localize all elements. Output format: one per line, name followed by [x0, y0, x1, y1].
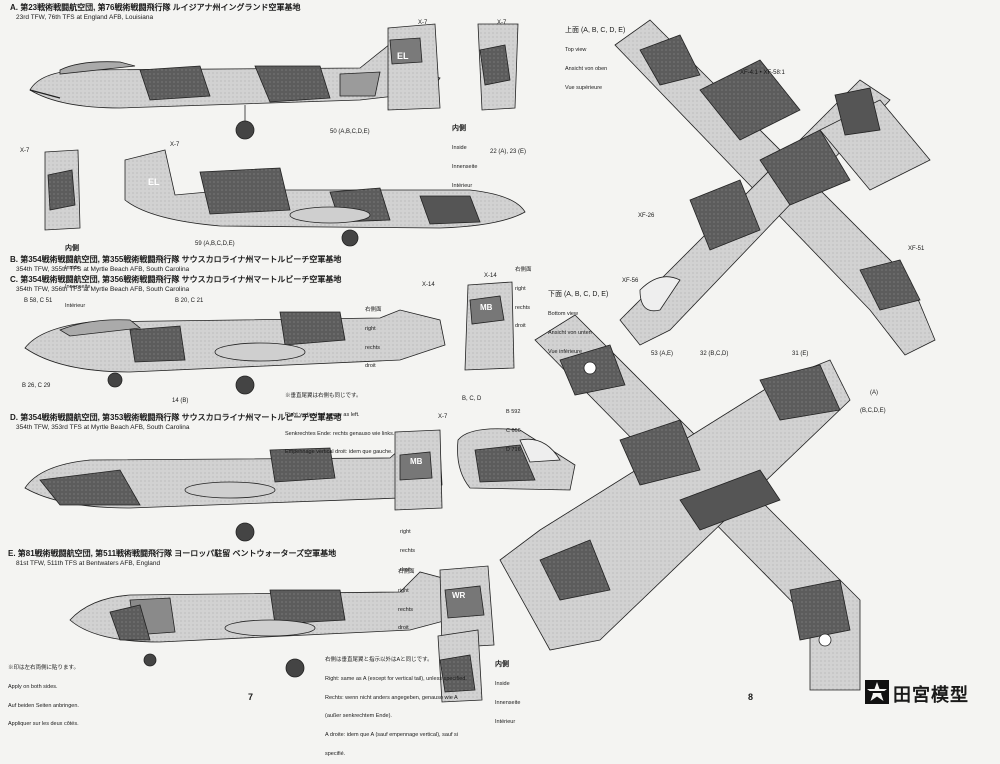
callout-xf51: XF-51 [908, 246, 925, 252]
callout-x7-e: X-7 [438, 414, 448, 420]
section-a-subtitle: 23rd TFW, 76th TFS at England AFB, Louis… [16, 14, 154, 21]
callout-xf4-xf58: XF-4:1 • XF-58:1 [740, 70, 785, 76]
tail-d [394, 429, 443, 511]
tail-c [464, 281, 515, 371]
callout-b26-c29: B 26, C 29 [22, 383, 51, 389]
section-e-subtitle: 81st TFW, 511th TFS at Bentwaters AFB, E… [16, 560, 161, 567]
callout-32: 32 (B,C,D) [700, 351, 729, 357]
brand-name: 田宮模型 [893, 685, 969, 706]
page-number-right: 8 [748, 692, 754, 702]
callout-50: 50 (A,B,C,D,E) [330, 129, 370, 135]
callout-59: 59 (A,B,C,D,E) [195, 241, 235, 247]
serial-codes: B 592 C 666 D 716 [506, 408, 521, 453]
section-c-title: C. 第354戦術戦闘航空団, 第356戦術戦闘飛行隊 サウスカロライナ州マート… [10, 275, 342, 284]
callout-x14-b: X-14 [422, 282, 435, 288]
inside-label-e: 内側 Inside Innenseite Intérieur [495, 660, 521, 726]
callout-a-variant: (A) [870, 390, 878, 396]
both-sides-note: ※印は左右両側に貼ります。 Apply on both sides. Auf b… [8, 664, 79, 728]
callout-x14-c: X-14 [484, 273, 497, 279]
section-a-title: A. 第23戦術戦闘航空団, 第76戦術戦闘飛行隊 ルイジアナ州イングランド空軍… [10, 3, 301, 12]
inside-label-a2: 内側 Inside Innenseite Intérieur [65, 244, 91, 310]
section-e-title: E. 第81戦術戦闘航空団, 第511戦術戦闘飛行隊 ヨーロッパ駐留 ベントウォ… [8, 549, 337, 558]
callout-31: 31 (E) [792, 351, 809, 357]
aircraft-drawings [24, 19, 936, 703]
tail-e-inside [437, 629, 483, 703]
right-label-c: 右側面 right rechts droit [515, 266, 532, 330]
right-label-d: right rechts droit [400, 528, 415, 573]
tail-code-a2: EL [148, 177, 160, 187]
section-b-subtitle: 354th TFW, 355th TFS at Myrtle Beach AFB… [16, 266, 190, 273]
star-logo-icon [865, 680, 889, 704]
section-d-title: D. 第354戦術戦闘航空団, 第353戦術戦闘飛行隊 サウスカロライナ州マート… [10, 413, 342, 422]
callout-x7-b: X-7 [497, 20, 507, 26]
profile-bc [24, 309, 446, 395]
callout-b58-c51: B 58, C 51 [24, 298, 53, 304]
tail-code-c: MB [480, 303, 493, 312]
tamiya-logo: 田宮模型 [865, 680, 995, 706]
tail-a-inside [477, 23, 519, 111]
section-d-subtitle: 354th TFW, 353rd TFS at Myrtle Beach AFB… [16, 424, 190, 431]
callout-22-23: 22 (A), 23 (E) [490, 149, 527, 155]
callout-xf26: XF-26 [638, 213, 655, 219]
page-number-left: 7 [248, 692, 254, 702]
bottom-view-plan [499, 314, 861, 691]
inside-label-a: 内側 Inside Innenseite Intérieur [452, 124, 478, 190]
callout-x7-d: X-7 [170, 142, 180, 148]
callout-53: 53 (A,E) [651, 351, 674, 357]
callout-x7-a: X-7 [418, 20, 428, 26]
top-view-label: 上面 (A, B, C, D, E) Top view Ansicht von … [565, 26, 626, 92]
right-label-bc: 右側面 right rechts droit [365, 306, 382, 370]
callout-14b: 14 (B) [172, 398, 189, 404]
right-label-e: 右側面 right rechts droit [398, 568, 415, 632]
profile-a [29, 39, 441, 140]
section-b-title: B. 第354戦術戦闘航空団, 第355戦術戦闘飛行隊 サウスカロライナ州マート… [10, 255, 342, 264]
profile-a2 [124, 149, 526, 247]
tail-code-d: MB [410, 457, 423, 466]
e-right-note: 右側は垂直尾翼と指示以外はAと同じです。 Right: same as A (e… [325, 656, 467, 758]
tail-a2 [44, 149, 81, 231]
bottom-view-label: 下面 (A, B, C, D, E) Bottom view Ansicht v… [548, 290, 609, 356]
tail-code-e: WR [452, 591, 466, 600]
profile-d [24, 439, 443, 542]
tail-a-left [387, 23, 441, 111]
section-c-subtitle: 354th TFW, 356th TFS at Myrtle Beach AFB… [16, 286, 190, 293]
callout-b20-c21: B 20, C 21 [175, 298, 204, 304]
tail-e [439, 565, 495, 649]
callout-x7-c: X-7 [20, 148, 30, 154]
nose-detail-bcd [457, 428, 576, 491]
tail-code-a: EL [397, 51, 409, 61]
callout-xf56: XF-56 [622, 278, 639, 284]
callout-bcd: B, C, D [462, 396, 482, 402]
callout-bcde-variant: (B,C,D,E) [860, 408, 886, 414]
tail-note: ※垂直尾翼は右側も同じです。 Right vertical tail: same… [285, 392, 395, 456]
profile-e [69, 571, 456, 678]
top-view-plan [614, 19, 936, 356]
